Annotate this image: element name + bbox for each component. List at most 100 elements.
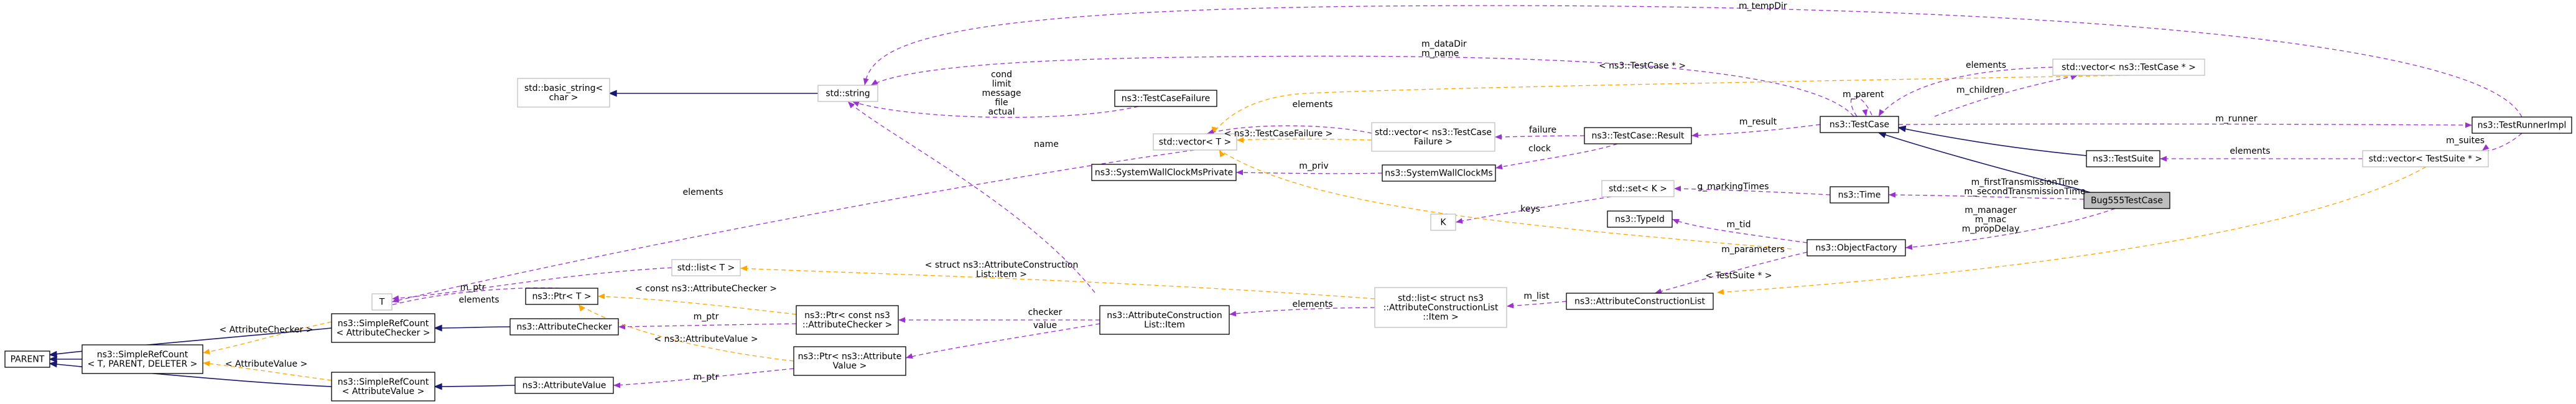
edge-line [1691,124,1821,136]
edge-label-text: < TestSuite * > [1705,271,1772,281]
edge-label-attr-value-tmpl: < AttributeValue > [225,359,308,369]
node-label: std::vector< ns3::TestCase * > [2062,63,2196,73]
edge-arrowhead [898,317,905,323]
edge-line [1219,149,1792,250]
node-label: ns3::TestRunnerImpl [2478,121,2567,131]
edge-label-m-tempDir: m_tempDir [1739,1,1787,11]
edge-label-m-ptr-mid: m_ptr [694,312,719,322]
node-rc-value[interactable]: ns3::SimpleRefCount< AttributeValue > [331,372,435,402]
node-box [671,259,741,276]
edge-line [434,385,516,387]
edge-arrowhead [49,360,58,368]
edge-line [1934,75,2078,117]
node-box [2083,192,2170,209]
edge-arrowhead [863,78,869,85]
node-ptr-checker[interactable]: ns3::Ptr< const ns3::AttributeChecker > [796,305,899,335]
edge-label-name: name [1034,139,1059,149]
node-ref-counted[interactable]: ns3::SimpleRefCount< T, PARENT, DELETER … [81,344,203,374]
node-box [4,350,50,368]
node-object-factory[interactable]: ns3::ObjectFactory [1806,239,1906,256]
edge-label-keys: keys [1520,204,1540,214]
node-result[interactable]: ns3::TestCase::Result [1584,127,1692,144]
edge-line [1898,123,2473,126]
edge-line [1878,67,2053,117]
edge-label-text: elements [1292,299,1332,309]
node-attr-checker[interactable]: ns3::AttributeChecker [509,318,619,336]
node-time[interactable]: ns3::Time [1830,186,1889,204]
edge-label-text: m_runner [2215,114,2257,124]
node-wallclock[interactable]: ns3::SystemWallClockMs [1382,164,1496,182]
edge-arrowhead [203,360,210,367]
node-failure[interactable]: ns3::TestCaseFailure [1114,90,1217,107]
edge-arrowhead [871,79,878,85]
edge-arrowhead [852,101,860,107]
edge-arrowhead [608,90,617,97]
node-construction-item[interactable]: ns3::AttributeConstructionList::Item [1099,305,1230,335]
edge-line [1654,251,1808,294]
node-rc-checker[interactable]: ns3::SimpleRefCount< AttributeChecker > [331,313,435,343]
node-bug[interactable]: Bug555TestCase [2083,192,2170,209]
node-list-item[interactable]: std::list< struct ns3::AttributeConstruc… [1374,287,1507,328]
node-string[interactable]: std::string [817,85,878,102]
node-vector-testcase[interactable]: std::vector< ns3::TestCase * > [2052,59,2205,76]
node-vector-suite[interactable]: std::vector< TestSuite * > [2362,150,2489,167]
node-ptr-value[interactable]: ns3::Ptr< ns3::AttributeValue > [793,346,906,376]
node-attr-value[interactable]: ns3::AttributeValue [514,377,614,394]
node-box [817,85,878,102]
node-label: ns3::TestCaseFailure [1122,94,1210,104]
node-basic-string[interactable]: std::basic_string<char > [517,78,610,108]
node-t[interactable]: T [371,293,393,311]
node-construction-list[interactable]: ns3::AttributeConstructionList [1566,293,1714,310]
edge-label-text: < const ns3::AttributeChecker > [635,284,777,294]
edge-label-m-children: m_children [1956,85,2004,95]
edge-line [1878,132,2091,193]
node-typeid[interactable]: ns3::TypeId [1607,210,1673,228]
edge-label-text: elements [2230,146,2270,156]
node-vector-failure[interactable]: std::vector< ns3::TestCaseFailure > [1371,122,1495,152]
edge-line [864,5,2523,118]
edge-arrowhead [1495,164,1503,170]
edge-line [1905,208,2116,248]
node-box [1153,133,1237,151]
node-ptr-t[interactable]: ns3::Ptr< T > [525,288,598,305]
edge-label-text: m_list [1523,291,1550,301]
edge-label-checker: checker [1028,308,1062,317]
edge-arrowhead [1237,137,1244,143]
edge-label-text: m_secondTransmissionTime [1964,187,2085,197]
node-label: Failure > [1414,137,1453,147]
node-wcms-private[interactable]: ns3::SystemWallClockMsPrivate [1091,164,1237,181]
edge-label-text: m_name [1421,49,1459,59]
node-testsuite[interactable]: ns3::TestSuite [2086,150,2160,167]
node-box [1374,287,1507,328]
node-label: List::Item [1144,320,1185,330]
node-k[interactable]: K [1430,214,1456,231]
node-parent[interactable]: PARENT [4,350,50,368]
edge-label-text: m_propDelay [1962,224,2020,234]
node-label: < AttributeChecker > [336,328,430,338]
node-box [1584,127,1692,144]
edge-arrowhead [579,304,585,312]
node-box [1430,214,1456,231]
edge-label-m-result: m_result [1739,117,1777,127]
edge-line [1888,194,2085,200]
edge-arrowhead [1655,288,1662,294]
edge-label-text: failure [1529,125,1556,135]
node-testcase[interactable]: ns3::TestCase [1820,116,1899,133]
edge-label-text: m_children [1956,85,2004,95]
node-set-k[interactable]: std::set< K > [1601,180,1675,197]
edge-line [202,321,332,354]
node-label: < T, PARENT, DELETER > [88,359,198,369]
edge-label-text: < ns3::AttributeValue > [654,334,758,344]
edge-label-text: m_result [1739,117,1777,127]
node-runner[interactable]: ns3::TestRunnerImpl [2471,116,2572,134]
edge-line [740,268,1375,299]
edge-label-failure: failure [1529,125,1556,135]
edge-line [1716,166,2427,293]
node-list-t[interactable]: std::list< T > [671,259,741,276]
node-label: std::list< T > [677,263,735,273]
edge-label-m-priv: m_priv [1299,161,1328,171]
node-vector-t[interactable]: std::vector< T > [1153,133,1237,151]
